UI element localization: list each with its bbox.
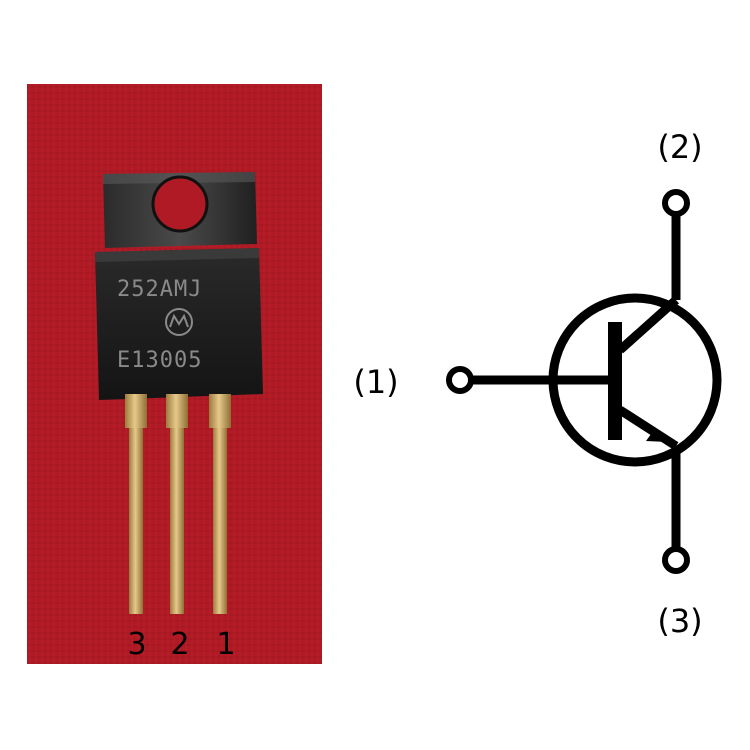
pin-number-1: 1	[216, 627, 235, 662]
heatsink-tab	[103, 172, 257, 248]
marking-line-1: 252AMJ	[117, 277, 202, 302]
base-bar	[608, 322, 622, 440]
lead-2	[170, 428, 184, 614]
collector-diagonal	[617, 296, 679, 354]
pin-label-3: (3)	[657, 602, 702, 640]
emitter-arrow	[646, 430, 668, 442]
lead-1-shoulder	[209, 394, 231, 428]
package-body: 252AMJ E13005	[95, 248, 263, 400]
manufacturer-logo	[165, 308, 193, 336]
lead-3	[129, 428, 143, 614]
pin-label-2: (2)	[657, 128, 702, 166]
pin-number-3: 3	[127, 627, 146, 662]
lead-2-shoulder	[166, 394, 188, 428]
transistor-photo: 252AMJ E13005 3 2 1	[27, 84, 322, 664]
lead-3-shoulder	[125, 394, 147, 428]
terminal-base	[446, 366, 474, 394]
mounting-hole	[153, 177, 207, 231]
marking-line-2: E13005	[117, 348, 202, 373]
npn-transistor-symbol: (1) (2) (3)	[330, 110, 750, 670]
lead-1	[213, 428, 227, 614]
pin-number-2: 2	[170, 627, 189, 662]
terminal-collector	[662, 189, 690, 217]
emitter-diagonal	[617, 406, 679, 450]
pin-label-1: (1)	[353, 363, 398, 401]
terminal-emitter	[662, 546, 690, 574]
leads	[125, 394, 231, 614]
